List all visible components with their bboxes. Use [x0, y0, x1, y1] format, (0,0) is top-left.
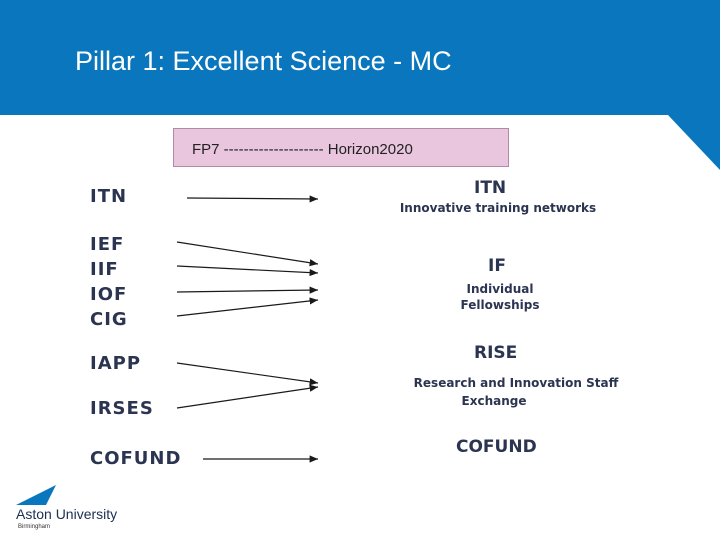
fp7-iif-label: IIF [90, 259, 119, 280]
arrow-cig [176, 297, 319, 317]
arrow-iif [176, 265, 319, 277]
h2020-if-acronym: IF [488, 256, 506, 276]
h2020-if-name-line1: Individual [466, 282, 534, 296]
fp7-iof-label: IOF [90, 284, 128, 305]
comparison-box: FP7 -------------------- Horizon2020 [173, 128, 509, 167]
logo-name: Aston University [16, 506, 118, 522]
fp7-itn-label: ITN [90, 186, 128, 207]
arrow-irses [176, 384, 319, 409]
arrow-itn [186, 195, 319, 203]
fp7-irses-label: IRSES [90, 398, 154, 419]
h2020-cofund-acronym: COFUND [456, 437, 537, 457]
slide-title: Pillar 1: Excellent Science - MC [75, 46, 452, 76]
fp7-ief-label: IEF [90, 234, 125, 255]
fp7-cig-label: CIG [90, 309, 128, 330]
arrow-iof [176, 286, 319, 294]
aston-logo-icon [16, 485, 56, 505]
h2020-itn-name: Innovative training networks [399, 201, 597, 215]
h2020-if-name-line2: Fellowships [460, 298, 540, 312]
logo-subtitle: Birmingham [18, 524, 51, 530]
h2020-rise-name-line1: Research and Innovation Staff [413, 376, 619, 390]
comparison-text: FP7 -------------------- Horizon2020 [192, 141, 413, 158]
h2020-itn-acronym: ITN [474, 178, 507, 198]
fp7-cofund-label: COFUND [90, 448, 182, 469]
header-band [0, 0, 720, 115]
arrow-iapp [176, 362, 319, 386]
arrow-ief [176, 241, 319, 267]
fp7-iapp-label: IAPP [90, 353, 142, 374]
h2020-rise-name-line2: Exchange [461, 394, 527, 408]
h2020-rise-acronym: RISE [474, 343, 518, 363]
